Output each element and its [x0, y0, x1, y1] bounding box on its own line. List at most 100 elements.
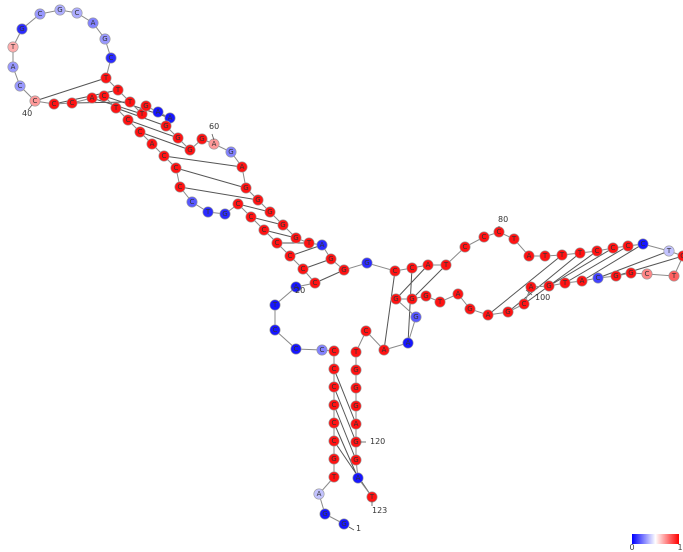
nucleotide-circle	[406, 262, 418, 274]
nucleotide-base: G	[222, 210, 227, 218]
nucleotide-circle	[328, 363, 340, 375]
nucleotide-base: C	[109, 54, 114, 62]
label-tick	[525, 289, 533, 296]
nucleotide-circle	[174, 181, 186, 193]
nucleotide-base: C	[463, 243, 468, 251]
nucleotide-circle	[328, 471, 340, 483]
nucleotide-base: C	[596, 274, 601, 282]
nucleotide-base: C	[126, 116, 131, 124]
nucleotide-15: T	[269, 299, 281, 311]
position-label-120: 120	[370, 437, 385, 446]
nucleotide-circle	[316, 344, 328, 356]
nucleotide-39: C	[14, 80, 26, 92]
nucleotide-base: C	[332, 419, 337, 427]
nucleotide-circle	[277, 219, 289, 231]
nucleotide-circle	[232, 198, 244, 210]
nucleotide-43: C	[34, 8, 46, 20]
nucleotide-circle	[100, 72, 112, 84]
nucleotide-base: T	[369, 493, 375, 501]
nucleotide-37: C	[48, 98, 60, 110]
nucleotide-circle	[338, 264, 350, 276]
nucleotide-91: T	[668, 270, 680, 282]
nucleotide-base: T	[353, 348, 359, 356]
nucleotide-base: G	[353, 402, 358, 410]
nucleotide-base: C	[162, 152, 167, 160]
nucleotide-118: G	[350, 436, 362, 448]
nucleotide-circle	[14, 80, 26, 92]
nucleotide-79: C	[493, 226, 505, 238]
nucleotide-base: A	[11, 63, 16, 71]
nucleotide-base: G	[243, 184, 248, 192]
nucleotide-31: C	[134, 126, 146, 138]
nucleotide-40: A	[7, 61, 19, 73]
nucleotide-circle	[16, 23, 28, 35]
nucleotide-circle	[668, 270, 680, 282]
nucleotide-base: G	[423, 292, 428, 300]
nucleotide-50: T	[112, 84, 124, 96]
nucleotide-base: A	[168, 114, 173, 122]
nucleotide-base: A	[90, 94, 95, 102]
nucleotide-circle	[269, 324, 281, 336]
nucleotide-base: A	[456, 290, 461, 298]
nucleotide-47: G	[99, 33, 111, 45]
nucleotide-circle	[482, 309, 494, 321]
nucleotide-base: C	[497, 228, 502, 236]
nucleotide-101: G	[502, 306, 514, 318]
nucleotide-base: G	[680, 252, 683, 260]
nucleotide-circle	[170, 162, 182, 174]
nucleotide-circle	[607, 242, 619, 254]
nucleotide-circle	[290, 232, 302, 244]
nucleotide-base: A	[486, 311, 491, 319]
nucleotide-58: G	[184, 144, 196, 156]
nucleotide-circle	[99, 33, 111, 45]
nucleotide-117: A	[350, 418, 362, 430]
nucleotide-104: A	[452, 288, 464, 300]
nucleotide-circle	[184, 144, 196, 156]
nucleotide-base: G	[613, 272, 618, 280]
nucleotide-circle	[202, 206, 214, 218]
nucleotide-circle	[508, 233, 520, 245]
nucleotide-18: C	[297, 263, 309, 275]
nucleotide-circle	[422, 259, 434, 271]
nucleotide-circle	[350, 346, 362, 358]
nucleotide-97: T	[559, 277, 571, 289]
nucleotide-base: A	[212, 140, 217, 148]
nucleotide-base: A	[354, 420, 359, 428]
nucleotide-circle	[350, 418, 362, 430]
nucleotide-base: T	[577, 249, 583, 257]
nucleotide-circle	[124, 96, 136, 108]
nucleotide-base: C	[102, 92, 107, 100]
nucleotide-circle	[34, 8, 46, 20]
nucleotide-base: T	[443, 261, 449, 269]
nucleotide-base: G	[409, 295, 414, 303]
label-tick	[211, 133, 215, 141]
nucleotide-51: T	[124, 96, 136, 108]
nucleotide-base: C	[611, 244, 616, 252]
base-pair-7-120	[333, 422, 359, 479]
nucleotide-65: G	[264, 206, 276, 218]
nucleotide-111: A	[378, 344, 390, 356]
nucleotide-circle	[134, 126, 146, 138]
nucleotide-circle	[352, 472, 364, 484]
nucleotide-circle	[303, 237, 315, 249]
nucleotide-circle	[297, 263, 309, 275]
nucleotide-94: G	[610, 270, 622, 282]
nucleotide-33: T	[110, 102, 122, 114]
nucleotide-base: A	[240, 163, 245, 171]
nucleotide-circle	[29, 95, 41, 107]
nucleotide-88: C	[637, 238, 649, 250]
nucleotide-circle	[402, 337, 414, 349]
nucleotide-base: G	[199, 135, 204, 143]
nucleotide-circle	[525, 281, 537, 293]
nucleotide-circle	[225, 146, 237, 158]
nucleotide-base: G	[19, 25, 24, 33]
nucleotide-6: C	[328, 435, 340, 447]
nucleotide-circle	[98, 90, 110, 102]
nucleotide-42: G	[16, 23, 28, 35]
nucleotide-base: G	[280, 221, 285, 229]
nucleotide-95: C	[592, 272, 604, 284]
nucleotide-base: C	[410, 264, 415, 272]
nucleotide-20: C	[271, 237, 283, 249]
nucleotide-circle	[420, 290, 432, 302]
nucleotide-base: C	[138, 128, 143, 136]
